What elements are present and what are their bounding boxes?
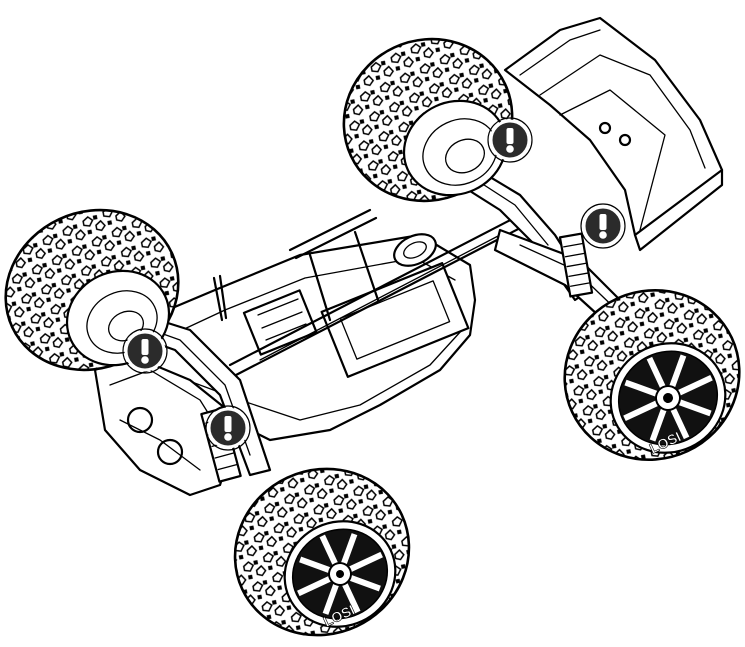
wheel-rear-left: LOSI — [563, 288, 741, 462]
exclamation-icon — [224, 416, 232, 441]
wheel-rear-right — [342, 37, 514, 203]
warning-badge-front-left-shock — [205, 405, 251, 451]
rear-wing — [503, 16, 724, 252]
warning-badge-rear-right-shock — [487, 117, 533, 163]
exclamation-icon — [599, 214, 607, 239]
chassis — [93, 208, 528, 497]
exclamation-icon — [506, 128, 514, 153]
warning-badge-rear-left-shock — [580, 203, 626, 249]
wheel-front-left: LOSI — [233, 467, 411, 637]
warning-badge-front-right-shock — [122, 328, 168, 374]
exclamation-icon — [141, 339, 149, 364]
